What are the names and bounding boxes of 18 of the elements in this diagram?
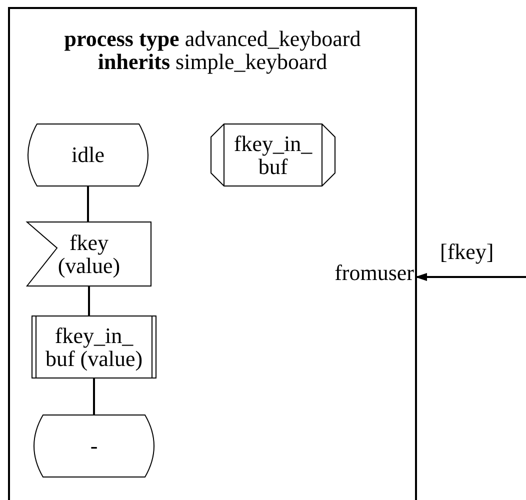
input-signal-symbol — [27, 222, 151, 286]
process-frame — [8, 7, 417, 500]
symbol-label: fkey_in_ buf — [232, 132, 314, 178]
process-heading: process type advanced_keyboard inherits simple_keyboard — [63, 27, 362, 74]
symbol-label: - — [89, 434, 99, 458]
connector-line — [93, 378, 95, 415]
edge-label: [fkey] — [440, 241, 494, 263]
symbol-label: fkey (value) — [56, 230, 122, 278]
state-symbol — [34, 415, 154, 477]
symbol-label: idle — [70, 143, 106, 167]
gate-name: fromuser — [334, 261, 414, 285]
procedure-call-symbol — [32, 316, 156, 378]
arrow — [415, 273, 526, 281]
procedure-reference-symbol — [211, 124, 335, 186]
connector-line — [88, 286, 90, 316]
state-symbol — [28, 124, 148, 186]
symbol-label: fkey_in_ buf (value) — [44, 324, 144, 370]
connector-line — [87, 186, 89, 222]
